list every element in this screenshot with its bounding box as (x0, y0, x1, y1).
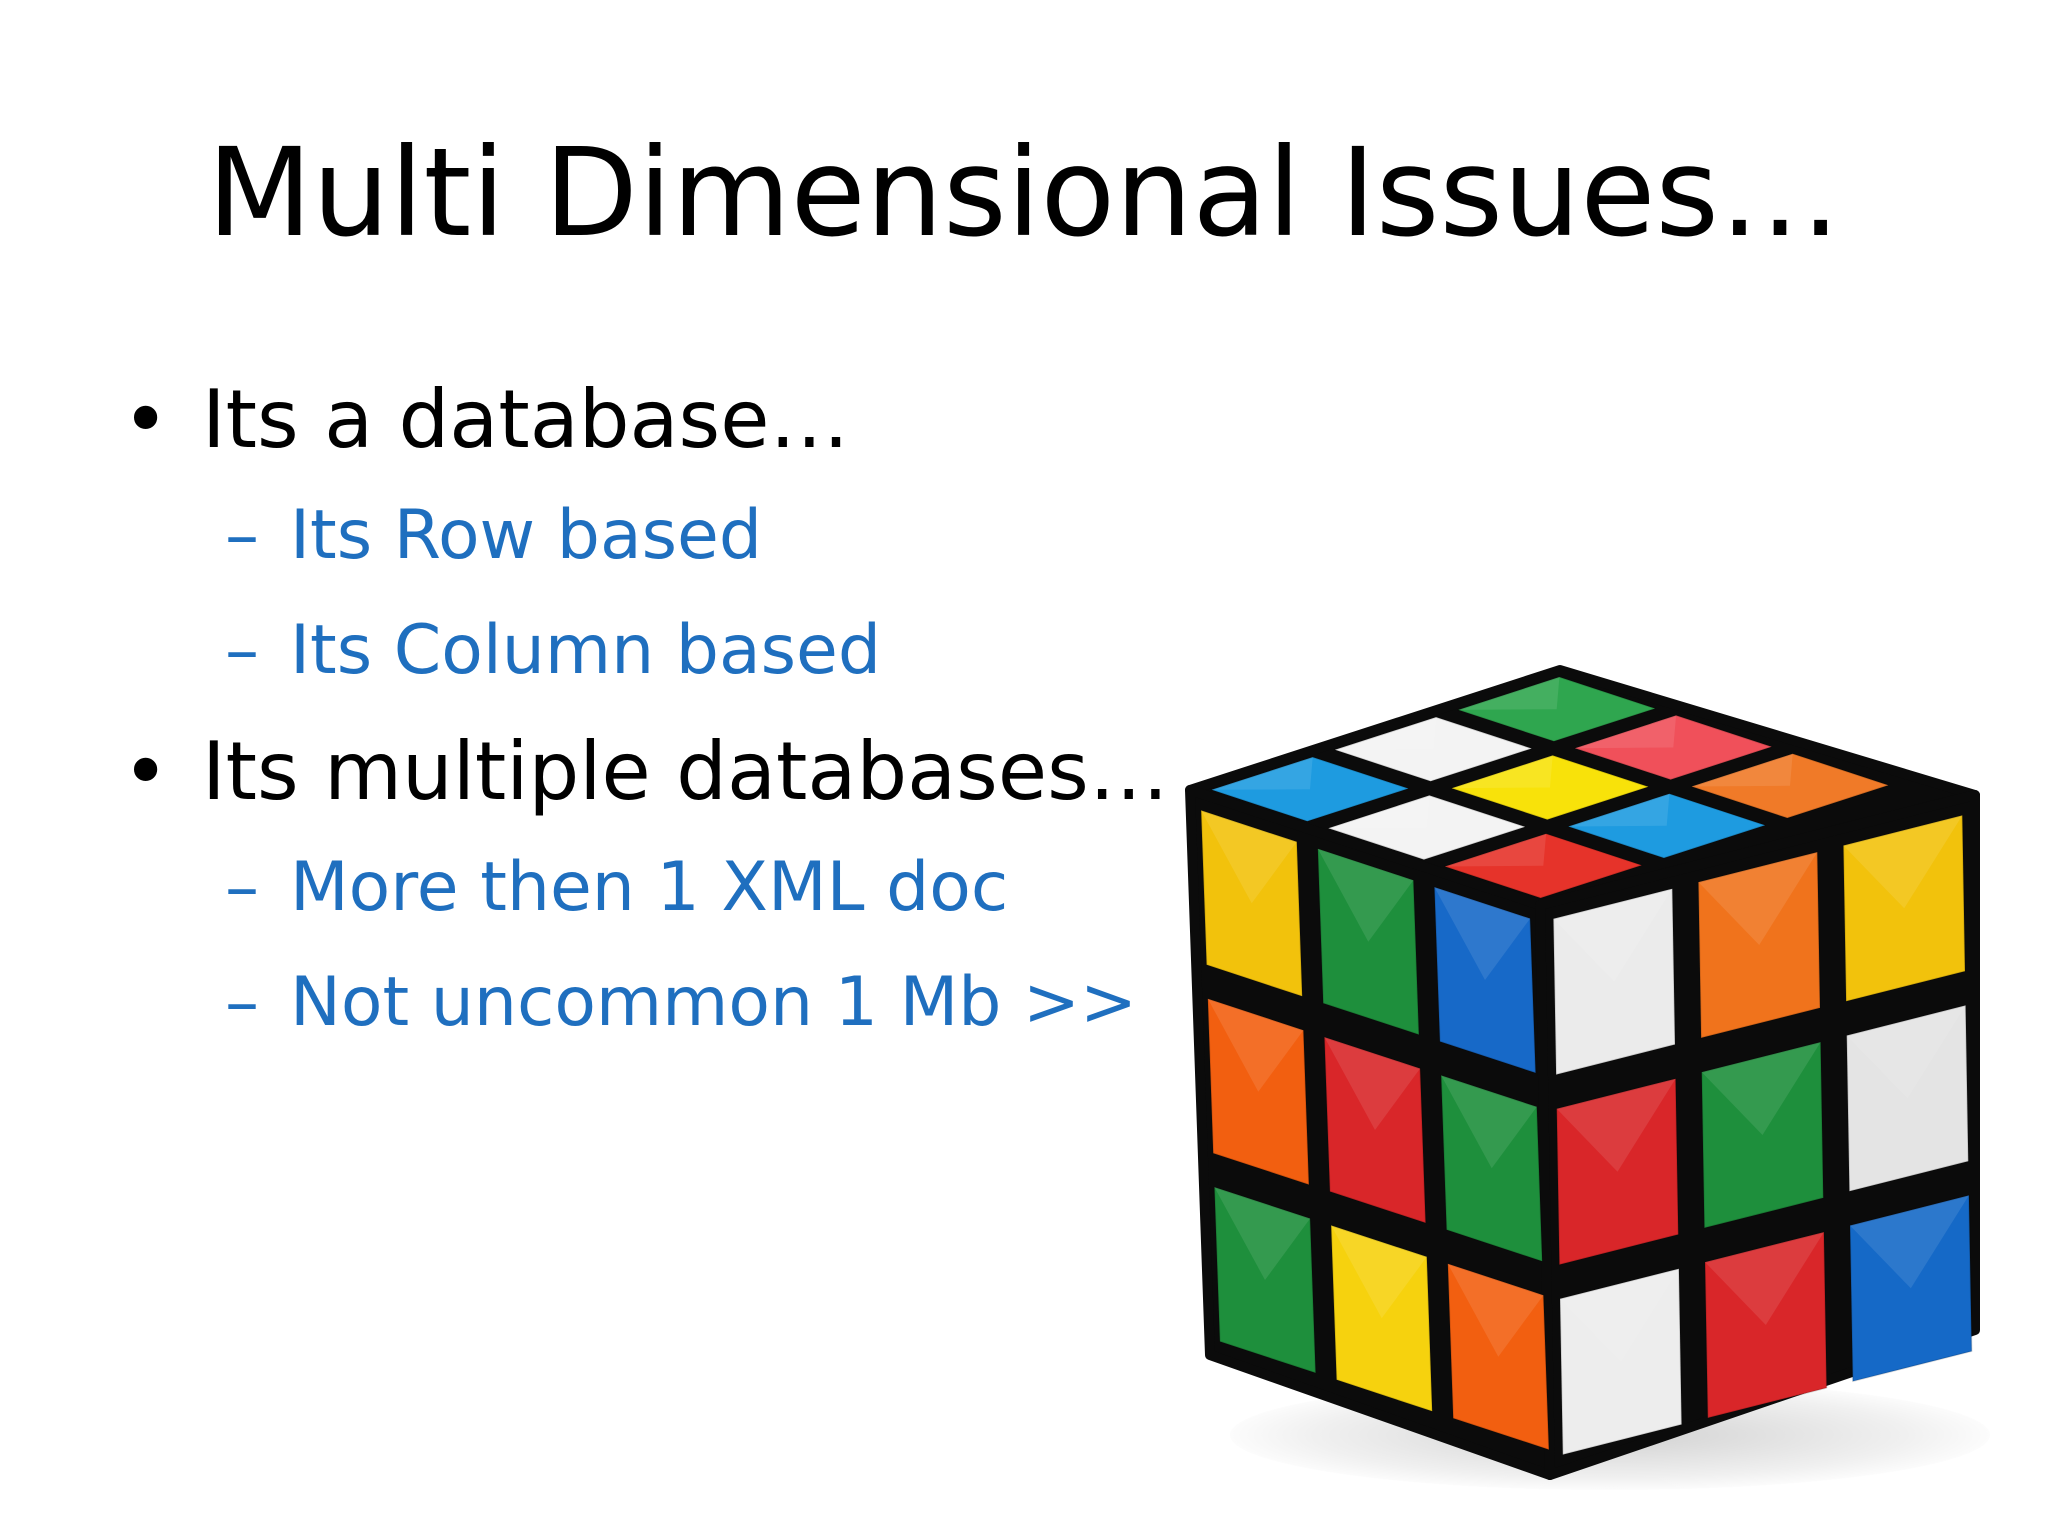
right-face-sticker-highlight (1705, 1232, 1824, 1325)
top-face-sticker (1210, 756, 1410, 823)
sub-item: – Its Row based (120, 502, 1180, 572)
sub-text: Its Row based (290, 496, 763, 575)
rubiks-cube-image (1170, 640, 2000, 1500)
bullet-item: • Its multiple databases… (120, 732, 1180, 812)
right-face-sticker-highlight (1553, 888, 1673, 982)
top-face-sticker (1327, 794, 1526, 861)
right-face-sticker-highlight (1846, 1005, 1966, 1099)
left-face-sticker-highlight (1441, 1075, 1537, 1169)
cube-stickers (1200, 676, 1973, 1456)
slide-title: Multi Dimensional Issues… (207, 122, 1841, 264)
bullet-text: Its multiple databases… (202, 725, 1169, 818)
top-face-sticker (1334, 716, 1533, 783)
top-face-sticker-highlight (1451, 755, 1553, 789)
sub-text: More then 1 XML doc (290, 848, 1009, 927)
left-face-sticker (1200, 809, 1303, 998)
right-face-sticker-highlight (1701, 1042, 1821, 1135)
right-face-sticker (1552, 887, 1676, 1076)
left-face-sticker (1317, 847, 1420, 1036)
right-face-sticker (1842, 814, 1966, 1003)
left-face-sticker-highlight (1324, 1037, 1421, 1130)
top-face-sticker (1450, 754, 1650, 821)
bullet-text: Its a database… (202, 373, 850, 466)
sub-text: Its Column based (290, 611, 882, 690)
left-face-sticker (1433, 886, 1537, 1074)
top-face-sticker-highlight (1334, 717, 1437, 750)
right-face-sticker (1700, 1041, 1825, 1229)
right-face-sticker-highlight (1843, 815, 1963, 909)
left-face-sticker (1323, 1036, 1427, 1224)
right-face-sticker (1849, 1194, 1973, 1383)
sub-item: – Its Column based (120, 617, 1180, 687)
sub-marker: – (225, 611, 259, 690)
left-face-sticker-highlight (1331, 1225, 1427, 1319)
top-face-sticker (1457, 676, 1656, 743)
sub-item: – Not uncommon 1 Mb >> (120, 969, 1180, 1039)
left-face-sticker-highlight (1201, 810, 1297, 904)
right-face-sticker (1697, 851, 1821, 1039)
left-face-sticker (1207, 997, 1310, 1186)
top-face-sticker (1567, 792, 1766, 859)
right-face-sticker (1704, 1231, 1828, 1419)
left-face-sticker (1213, 1186, 1317, 1374)
top-face-sticker (1690, 752, 1890, 819)
left-face-sticker-highlight (1447, 1263, 1544, 1357)
right-face-sticker (1559, 1267, 1683, 1456)
left-face-sticker (1440, 1074, 1543, 1263)
top-face-sticker-highlight (1568, 793, 1670, 827)
right-face-sticker-highlight (1850, 1195, 1969, 1289)
bullet-list: • Its a database… – Its Row based – Its … (120, 380, 1180, 1084)
sub-text: Not uncommon 1 Mb >> (290, 963, 1138, 1042)
bullet-item: • Its a database… (120, 380, 1180, 460)
left-face-sticker-highlight (1317, 848, 1414, 942)
sub-item: – More then 1 XML doc (120, 854, 1180, 924)
right-face-sticker-highlight (1556, 1078, 1676, 1172)
left-face-sticker-highlight (1207, 998, 1304, 1092)
sub-marker: – (225, 496, 259, 575)
left-face-sticker (1330, 1224, 1433, 1413)
top-face-sticker-highlight (1211, 757, 1313, 790)
sub-marker: – (225, 963, 259, 1042)
right-face-sticker (1845, 1004, 1970, 1193)
top-face-sticker-highlight (1328, 795, 1430, 829)
right-face-sticker (1555, 1077, 1680, 1266)
bullet-marker: • (122, 725, 170, 818)
left-face-sticker-highlight (1434, 887, 1531, 980)
left-face-sticker (1447, 1262, 1550, 1451)
right-face-sticker-highlight (1560, 1268, 1679, 1362)
sub-marker: – (225, 848, 259, 927)
bullet-marker: • (122, 373, 170, 466)
left-face-sticker-highlight (1214, 1187, 1311, 1280)
top-face-sticker (1444, 832, 1643, 899)
rubiks-cube-icon (1185, 665, 1980, 1480)
right-face-sticker-highlight (1698, 852, 1818, 945)
top-face-sticker (1574, 714, 1773, 781)
